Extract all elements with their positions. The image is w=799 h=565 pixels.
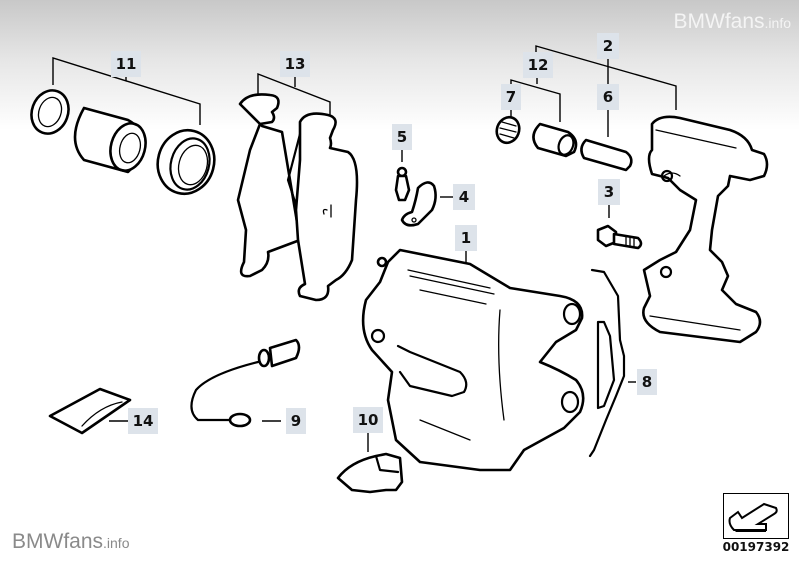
callout-9[interactable]: 9 [286,408,306,434]
callout-1[interactable]: 1 [455,225,477,251]
callout-8[interactable]: 8 [637,369,657,395]
caliper-carrier-drawing [642,115,769,344]
watermark-bottom: BMWfans.info [12,530,129,554]
direction-arrow-box [723,493,789,539]
piston-repair-kit-drawing [30,89,216,196]
diagram-reference-number: 00197392 [722,540,790,554]
anti-rattle-spring-drawing [588,268,626,458]
watermark-bottom-brand: BMWfans [12,530,104,553]
callout-5[interactable]: 5 [392,124,412,150]
callout-12[interactable]: 12 [523,52,553,78]
watermark-top-brand: BMWfans [673,10,765,33]
bracket-line-13 [257,72,331,116]
watermark-bottom-suffix: .info [103,535,130,551]
wear-sensor-drawing [190,338,301,428]
callout-10[interactable]: 10 [353,407,383,433]
callout-6[interactable]: 6 [597,84,619,110]
callout-7[interactable]: 7 [501,84,521,110]
callout-4[interactable]: 4 [453,184,475,210]
watermark-top-suffix: .info [764,15,791,31]
callout-14[interactable]: 14 [128,408,158,434]
watermark-top: BMWfans.info [674,10,791,34]
cable-clip-drawing [336,452,404,494]
callout-3[interactable]: 3 [598,179,620,205]
brake-caliper-housing-drawing [361,248,585,472]
callout-13[interactable]: 13 [280,51,310,77]
callout-2[interactable]: 2 [597,33,619,59]
hex-bolt-drawing [596,224,643,250]
grease-packet-drawing [48,387,132,435]
bleeder-and-bracket-drawing [394,166,437,227]
guide-sleeve-kit-drawing [495,115,633,172]
brake-pad-set-drawing [236,93,359,302]
arrow-icon [728,502,778,532]
callout-11[interactable]: 11 [111,51,141,77]
